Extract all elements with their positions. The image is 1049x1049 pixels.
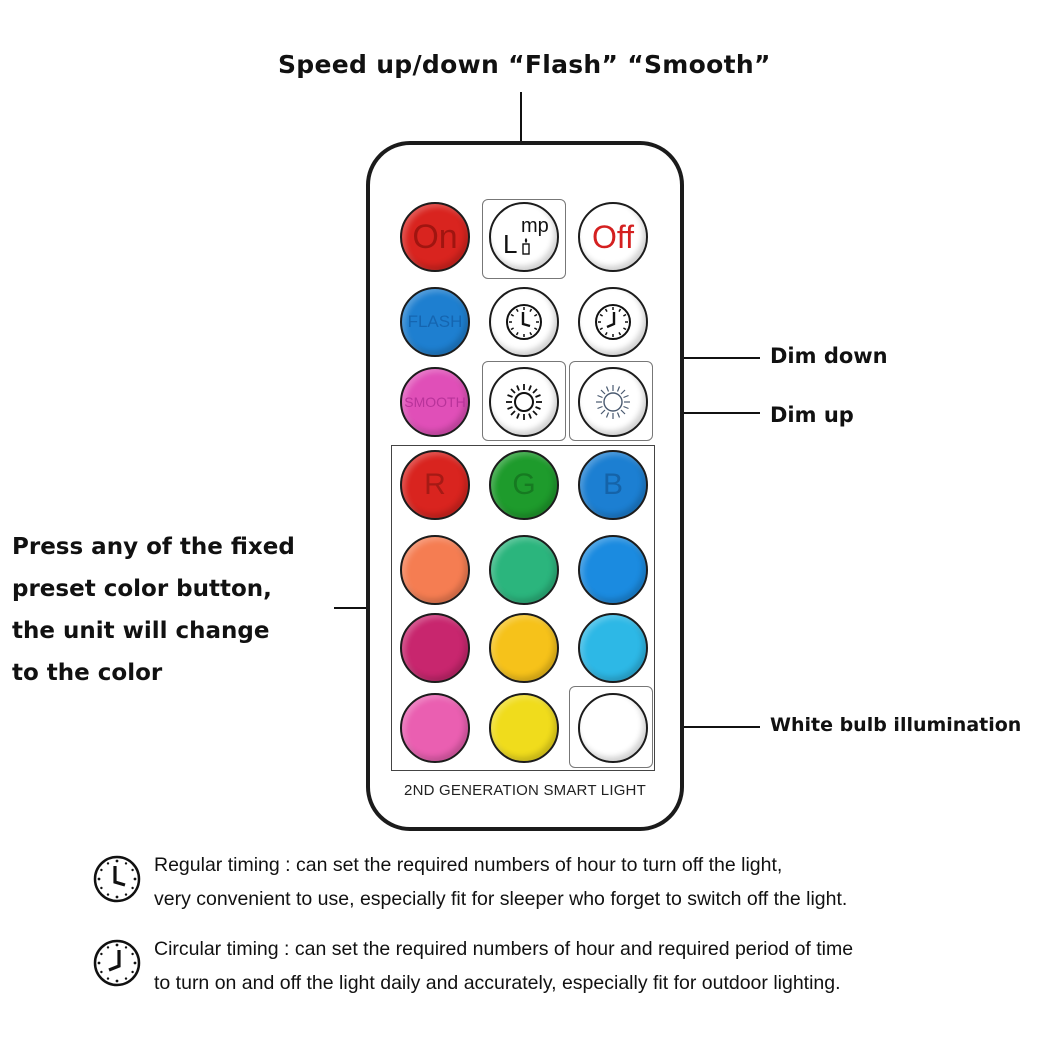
blue-button-label: B [602,468,623,501]
smooth-button-label: SMOOTH [404,394,466,410]
sun-outline-icon [596,385,630,419]
sun-icon [506,384,542,420]
note-line: Circular timing : can set the required n… [154,938,854,960]
dim-up-button[interactable] [578,367,648,437]
preset-callout-line: to the color [12,660,163,686]
preset-color-button[interactable] [489,535,559,605]
white-button-frame [569,686,653,768]
preset-color-button[interactable] [400,535,470,605]
blue-button[interactable]: B [578,450,648,520]
circular-timing-text: Circular timing : can set the required n… [154,932,1049,1000]
white-bulb-callout: White bulb illumination [770,714,1022,736]
clock-icon [595,304,631,340]
red-button[interactable]: R [400,450,470,520]
clock-icon [93,939,141,987]
flash-button[interactable]: FLASH [400,287,470,357]
off-button-label: Off [591,218,635,255]
leader-line-preset [334,607,391,609]
dim-down-button[interactable] [489,367,559,437]
preset-color-button[interactable] [400,693,470,763]
preset-callout-line: the unit will change [12,618,270,644]
lamp-mode-button[interactable]: L mp [489,202,559,272]
flash-button-label: FLASH [407,312,463,331]
preset-color-button[interactable] [400,613,470,683]
remote-control: On L mp Off FLASH [366,141,684,831]
clock-icon [93,855,141,903]
on-button[interactable]: On [400,202,470,272]
lamp-label-mp: mp [521,215,549,237]
speed-flash-smooth-callout: Speed up/down “Flash” “Smooth” [278,50,771,79]
preset-color-button[interactable] [578,535,648,605]
candle-icon [522,238,530,255]
remote-brand-text: 2ND GENERATION SMART LIGHT [404,782,646,799]
leader-line-dim-up [650,412,760,414]
clock-icon [506,304,542,340]
preset-color-button[interactable] [489,613,559,683]
note-line: to turn on and off the light daily and a… [154,972,841,994]
on-button-label: On [412,217,458,256]
preset-callout-line: Press any of the fixed [12,534,295,560]
red-button-label: R [424,468,446,501]
preset-callout-line: preset color button, [12,576,272,602]
circular-timer-button[interactable] [578,287,648,357]
off-button[interactable]: Off [578,202,648,272]
note-line: very convenient to use, especially fit f… [154,888,848,910]
lamp-icon: L mp [499,215,549,259]
dim-up-callout: Dim up [770,403,854,427]
preset-color-callout: Press any of the fixed preset color butt… [12,526,352,694]
preset-color-frame [391,445,655,771]
dim-up-frame [569,361,653,441]
regular-timer-button[interactable] [489,287,559,357]
smooth-button[interactable]: SMOOTH [400,367,470,437]
green-button-label: G [512,468,536,501]
lamp-button-frame [482,199,566,279]
lamp-label-l: L [503,229,518,259]
dim-down-frame [482,361,566,441]
regular-timing-text: Regular timing : can set the required nu… [154,848,1049,916]
preset-color-button[interactable] [489,693,559,763]
note-line: Regular timing : can set the required nu… [154,854,783,876]
green-button[interactable]: G [489,450,559,520]
dim-down-callout: Dim down [770,344,888,368]
leader-line-white [650,726,760,728]
preset-color-button[interactable] [578,613,648,683]
white-bulb-button[interactable] [578,693,648,763]
